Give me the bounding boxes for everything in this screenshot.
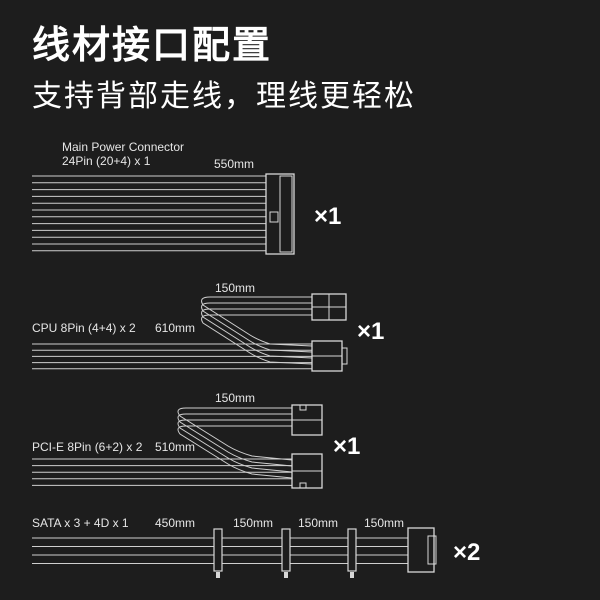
pcie-connector-top [291,404,323,436]
cpu-connector-bottom [311,340,348,372]
sata-length-1: 450mm [155,516,196,530]
wire [177,419,293,473]
cpu-connector-top [311,293,347,321]
cpu-branch-length: 150mm [215,281,256,295]
main-connector-pin: 24Pin (20+4) x 1 [62,154,151,168]
sata-length-2: 150mm [233,516,274,530]
cpu-cable-name: CPU 8Pin (4+4) x 2 [32,321,136,335]
sata-length-3: 150mm [298,516,339,530]
main-cable-wires [32,175,266,252]
pcie-branch-length: 150mm [215,391,256,405]
main-cable-qty: ×1 [314,203,342,230]
pcie-cable-name: PCI-E 8Pin (6+2) x 2 [32,440,143,454]
cpu-cable-qty: ×1 [357,318,385,345]
wire [201,314,313,365]
molex-4d-connector [407,527,437,573]
sata-connector-1 [213,528,223,578]
sata-connector-2 [281,528,291,578]
sata-cable-name: SATA x 3 + 4D x 1 [32,516,129,530]
sata-length-4: 150mm [364,516,405,530]
main-connector-name: Main Power Connector [62,140,185,154]
page-subtitle: 支持背部走线，理线更轻松 [32,79,416,114]
pcie-main-length: 510mm [155,440,196,454]
main-24pin-connector [265,173,295,255]
wire [177,407,293,461]
cpu-cable-wires [32,296,313,370]
wire [201,296,313,347]
page-title: 线材接口配置 [32,23,273,67]
wire [177,425,293,479]
main-cable-length: 550mm [214,157,255,171]
wire [201,302,313,353]
wire [177,413,293,467]
pcie-cable-qty: ×1 [333,433,361,460]
wire [201,308,313,359]
sata-connector-3 [347,528,357,578]
sata-cable-qty: ×2 [453,539,481,566]
pcie-connector-bottom [291,453,323,489]
pcie-cable-wires [32,407,293,486]
cpu-main-length: 610mm [155,321,196,335]
